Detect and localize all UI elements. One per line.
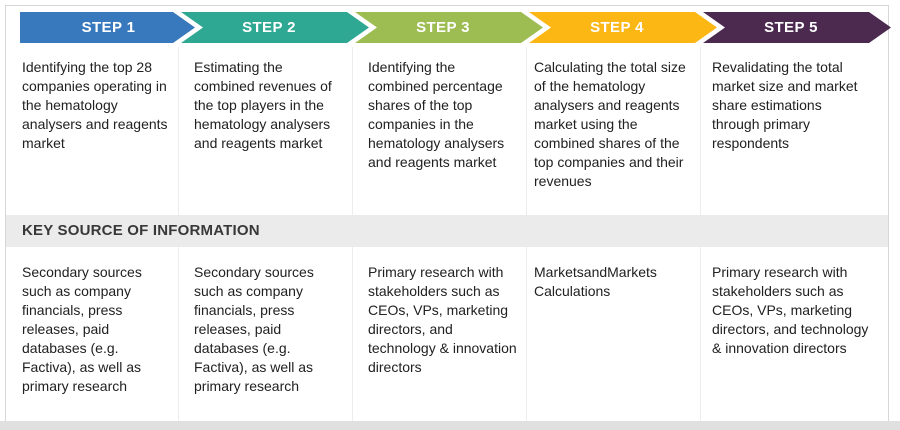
step-4-label: STEP 4 <box>590 19 644 36</box>
step-2-source: Secondary sources such as company financ… <box>194 264 314 394</box>
step-1-arrow: STEP 1 <box>20 12 195 43</box>
diagram-frame <box>5 5 889 422</box>
step-3-label: STEP 3 <box>416 19 470 36</box>
step-3-arrow: STEP 3 <box>355 12 543 43</box>
step-5-arrow: STEP 5 <box>703 12 891 43</box>
step-4-description: Calculating the total size of the hemato… <box>534 59 686 189</box>
step-3-source: Primary research with stakeholders such … <box>368 264 517 375</box>
bottom-strip <box>0 421 900 430</box>
step-1-label: STEP 1 <box>81 19 136 36</box>
step-2-label: STEP 2 <box>242 19 296 36</box>
step-1-source: Secondary sources such as company financ… <box>22 264 142 394</box>
step-3-description: Identifying the combined percentage shar… <box>368 59 505 170</box>
step-5-description: Revalidating the total market size and m… <box>712 59 858 151</box>
step-4-arrow: STEP 4 <box>529 12 717 43</box>
key-source-band: KEY SOURCE OF INFORMATION <box>6 215 888 247</box>
step-2-description: Estimating the combined revenues of the … <box>194 59 332 151</box>
step-5-source: Primary research with stakeholders such … <box>712 264 869 356</box>
key-source-heading: KEY SOURCE OF INFORMATION <box>22 222 260 239</box>
step-5-label: STEP 5 <box>764 19 818 36</box>
step-2-arrow: STEP 2 <box>181 12 369 43</box>
step-4-source: MarketsandMarkets Calculations <box>534 264 657 299</box>
step-1-description: Identifying the top 28 companies operati… <box>22 59 168 151</box>
